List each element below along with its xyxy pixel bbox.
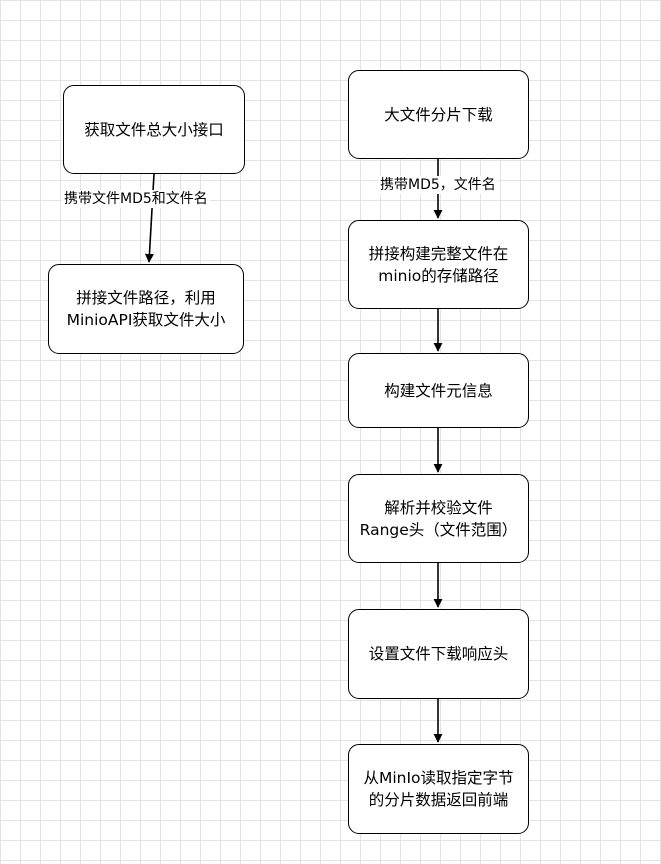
node-label: 从MinIo读取指定字节 的分片数据返回前端	[363, 769, 514, 809]
node-build-file-metadata[interactable]: 构建文件元信息	[348, 353, 529, 428]
node-set-response-headers[interactable]: 设置文件下载响应头	[348, 609, 529, 699]
node-label: 解析并校验文件 Range头（文件范围）	[359, 498, 518, 539]
node-build-storage-path[interactable]: 拼接构建完整文件在 minio的存储路径	[348, 220, 529, 309]
node-get-total-size-api[interactable]: 获取文件总大小接口	[63, 85, 245, 174]
node-label: 拼接构建完整文件在 minio的存储路径	[368, 244, 509, 285]
node-read-bytes-return-frontend[interactable]: 从MinIo读取指定字节 的分片数据返回前端	[348, 744, 529, 834]
node-label: 拼接文件路径，利用 MinioAPI获取文件大小	[66, 289, 226, 329]
edge-left-1	[144, 173, 155, 263]
node-label: 设置文件下载响应头	[368, 645, 509, 663]
node-large-file-chunk-download[interactable]: 大文件分片下载	[348, 70, 529, 159]
node-label: 构建文件元信息	[384, 381, 493, 400]
node-parse-range-header[interactable]: 解析并校验文件 Range头（文件范围）	[348, 474, 529, 563]
node-label: 获取文件总大小接口	[84, 120, 224, 139]
node-label: 大文件分片下载	[384, 105, 493, 124]
edge-label-md5-filename-right: 携带MD5，文件名	[378, 176, 498, 194]
edge-label-md5-filename: 携带文件MD5和文件名	[62, 190, 210, 208]
node-build-path-get-size[interactable]: 拼接文件路径，利用 MinioAPI获取文件大小	[48, 264, 244, 354]
